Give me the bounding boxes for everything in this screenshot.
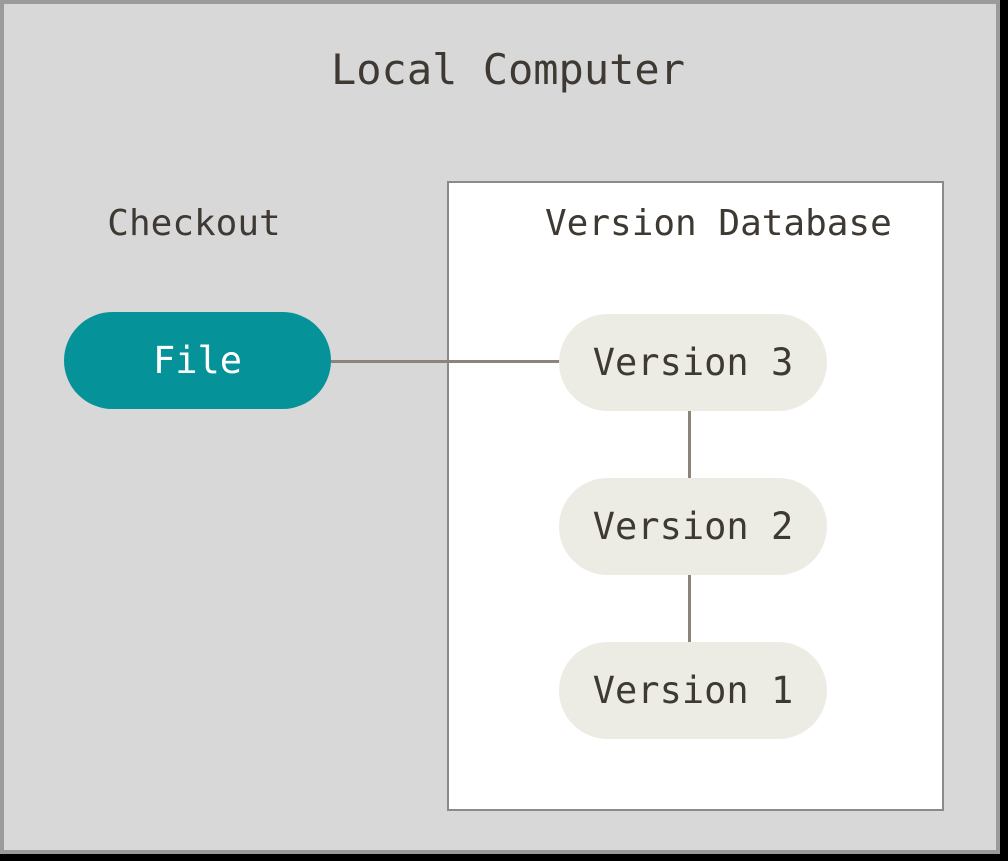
version2-node: Version 2 [559, 478, 827, 575]
version-database-title: Version Database [545, 203, 892, 244]
version1-node: Version 1 [559, 642, 827, 739]
connector-version2-to-version1 [688, 575, 691, 642]
file-node: File [64, 312, 331, 409]
local-computer-title: Local Computer [330, 45, 685, 94]
connector-version3-to-version2 [688, 411, 691, 478]
version3-node: Version 3 [559, 314, 827, 411]
checkout-label: Checkout [107, 203, 281, 244]
connector-file-to-version3 [331, 360, 561, 363]
